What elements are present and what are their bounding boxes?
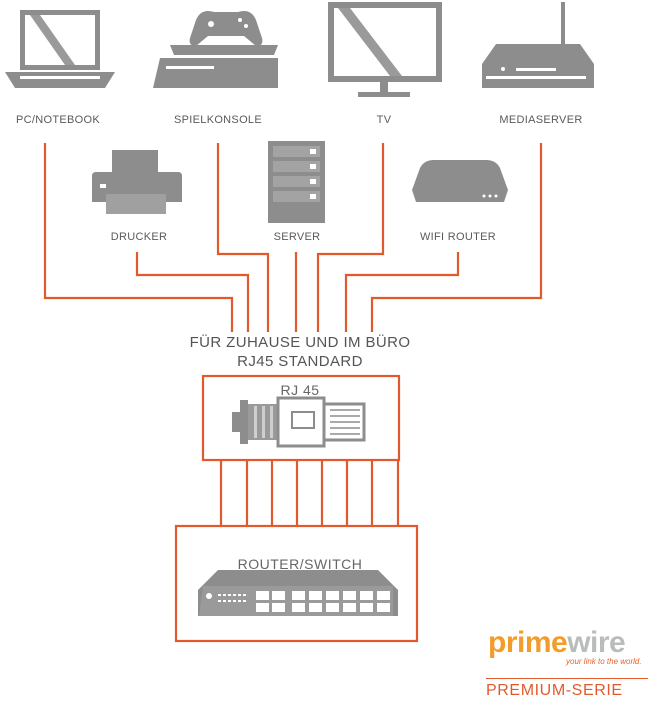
device-label-tv: TV xyxy=(376,114,392,126)
server-icon xyxy=(268,141,325,223)
line-pc xyxy=(43,143,234,332)
mediaserver-icon xyxy=(482,2,594,88)
line-mediaserver xyxy=(370,143,543,332)
wifi-router-icon xyxy=(412,160,508,202)
device-label-spielkonsole: SPIELKONSOLE xyxy=(174,114,262,126)
rj45-box xyxy=(201,374,401,462)
heading-line1: FÜR ZUHAUSE UND IM BÜRO xyxy=(189,334,411,351)
line-tv xyxy=(316,143,385,332)
heading-line2: RJ45 STANDARD xyxy=(237,353,363,370)
brand-logo: primewire your link to the world. xyxy=(488,627,648,667)
printer-icon xyxy=(92,150,182,214)
device-label-mediaserver: MEDIASERVER xyxy=(499,114,583,126)
brand-wordmark: primewire xyxy=(488,627,648,659)
line-spielkonsole xyxy=(216,143,270,332)
game-console-icon xyxy=(153,11,278,88)
brand-name-part2: wire xyxy=(567,626,626,659)
brand-tagline: your link to the world. xyxy=(566,657,642,666)
series-label: PREMIUM-SERIE xyxy=(486,678,648,700)
tv-icon xyxy=(328,2,442,97)
device-label-drucker: DRUCKER xyxy=(110,231,168,243)
brand-name-part1: prime xyxy=(488,626,568,659)
line-drucker xyxy=(135,252,250,332)
device-label-wifi-router: WIFI ROUTER xyxy=(419,231,497,243)
device-label-pc: PC/NOTEBOOK xyxy=(16,114,100,126)
line-wifi xyxy=(344,252,460,332)
switch-device-icon xyxy=(198,570,398,616)
switch-box-label: ROUTER/SWITCH xyxy=(237,556,363,572)
rj45-box-label: RJ 45 xyxy=(280,382,320,398)
device-label-server: SERVER xyxy=(273,231,321,243)
rj45-plug-icon xyxy=(232,396,366,448)
laptop-icon xyxy=(5,10,115,88)
